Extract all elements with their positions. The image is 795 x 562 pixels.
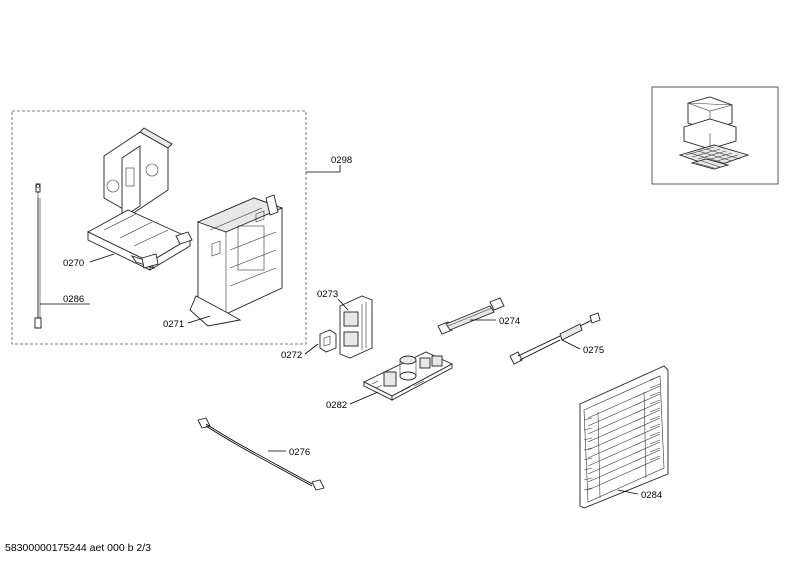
part-0282-power-board <box>362 351 454 401</box>
part-0274-ribbon-cable <box>437 297 505 335</box>
overview-thumbnail <box>651 86 779 185</box>
callout-0276: 0276 <box>289 447 310 458</box>
callout-0282: 0282 <box>326 400 347 411</box>
callout-0270: 0270 <box>63 258 84 269</box>
leader-lines <box>40 165 639 495</box>
part-0271-housing <box>189 194 284 327</box>
assembly-group-boundary <box>11 110 307 345</box>
part-0284-panel <box>579 365 669 509</box>
document-id: 58300000175244 aet 000 b 2/3 <box>5 542 151 554</box>
callout-0298: 0298 <box>331 155 352 166</box>
callout-0274: 0274 <box>499 316 520 327</box>
callout-0273: 0273 <box>317 289 338 300</box>
part-0272-connector <box>319 329 337 353</box>
callout-0271: 0271 <box>163 319 184 330</box>
callout-0284: 0284 <box>641 490 662 501</box>
part-0286-wire <box>34 183 42 329</box>
part-0270-bracket <box>87 127 193 271</box>
part-0273-relay-board <box>339 295 373 359</box>
callout-0272: 0272 <box>281 350 302 361</box>
part-0276-wire <box>197 417 325 491</box>
callout-0286: 0286 <box>63 294 84 305</box>
part-0275-cable <box>509 312 601 365</box>
callout-0275: 0275 <box>583 345 604 356</box>
